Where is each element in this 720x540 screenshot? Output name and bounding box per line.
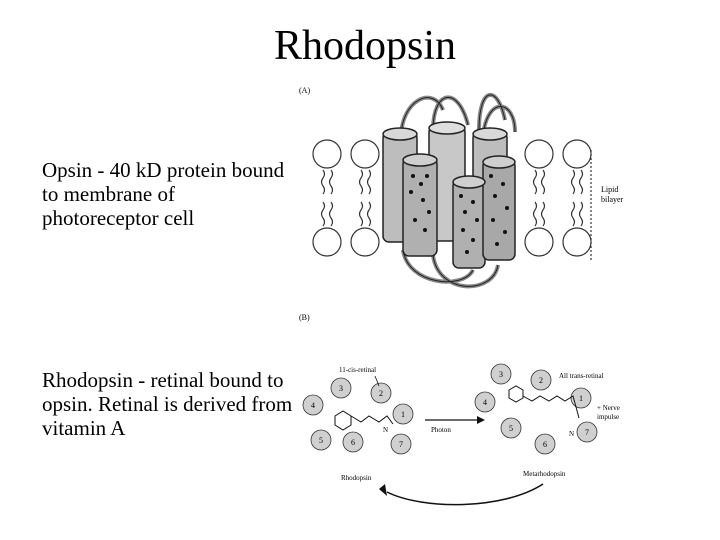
nerve-label-line1: + Nerve (597, 404, 620, 412)
regeneration-arrow (379, 483, 544, 506)
right-number-6: 6 (543, 440, 547, 449)
left-number-4: 4 (311, 401, 315, 410)
retinal-dots (409, 174, 509, 254)
trans-retinal-label: All trans-retinal (559, 372, 604, 380)
rhodopsin-molecule: 1 2 3 4 5 6 7 N (302, 375, 414, 455)
left-circle-7 (390, 433, 412, 455)
panel-a-label: (A) (299, 86, 310, 95)
lipid-label-line2: bilayer (601, 195, 624, 204)
right-circle-4 (474, 391, 496, 413)
left-number-6: 6 (351, 438, 355, 447)
right-nitrogen-label: N (569, 430, 574, 438)
left-circle-5 (310, 429, 332, 451)
photon-label: Photon (431, 426, 451, 434)
cis-retinal-label: 11-cis-retinal (339, 366, 376, 374)
metarhodopsin-label: Metarhodopsin (523, 470, 566, 478)
right-circle-7 (576, 421, 598, 443)
left-number-5: 5 (319, 436, 323, 445)
rhodopsin-figure: (A) Lipid bilayer (283, 80, 633, 515)
left-number-7: 7 (399, 440, 403, 449)
right-number-5: 5 (509, 424, 513, 433)
metarhodopsin-molecule: 1 2 3 4 5 6 7 N (474, 363, 598, 455)
lipid-bilayer (312, 139, 592, 260)
rhodopsin-label: Rhodopsin (341, 474, 372, 482)
lipid-label-line1: Lipid (601, 185, 618, 194)
right-number-3: 3 (499, 370, 503, 379)
left-circle-2 (370, 382, 392, 404)
left-number-3: 3 (339, 384, 343, 393)
opsin-description: Opsin - 40 kD protein bound to membrane … (42, 158, 285, 230)
right-circle-6 (534, 433, 556, 455)
right-circle-5 (500, 417, 522, 439)
nerve-label-line2: impulse (597, 413, 619, 421)
right-circle-1 (570, 387, 592, 409)
right-circle-2 (530, 369, 552, 391)
right-number-2: 2 (539, 376, 543, 385)
left-circle-1 (392, 403, 414, 425)
right-number-4: 4 (483, 398, 487, 407)
right-circle-3 (490, 363, 512, 385)
left-nitrogen-label: N (383, 426, 388, 434)
panel-b-label: (B) (299, 313, 310, 322)
left-number-2: 2 (379, 389, 383, 398)
left-circle-6 (342, 431, 364, 453)
right-number-7: 7 (585, 428, 589, 437)
slide-title: Rhodopsin (273, 23, 457, 69)
left-number-1: 1 (401, 410, 405, 419)
opsin-protein (382, 93, 517, 289)
photon-arrow (425, 416, 485, 424)
rhodopsin-description: Rhodopsin - retinal bound to opsin. Reti… (42, 368, 293, 440)
left-circle-4 (302, 394, 324, 416)
right-number-1: 1 (579, 394, 583, 403)
left-circle-3 (330, 377, 352, 399)
rhodopsin-figure-svg: (A) Lipid bilayer (299, 86, 624, 506)
